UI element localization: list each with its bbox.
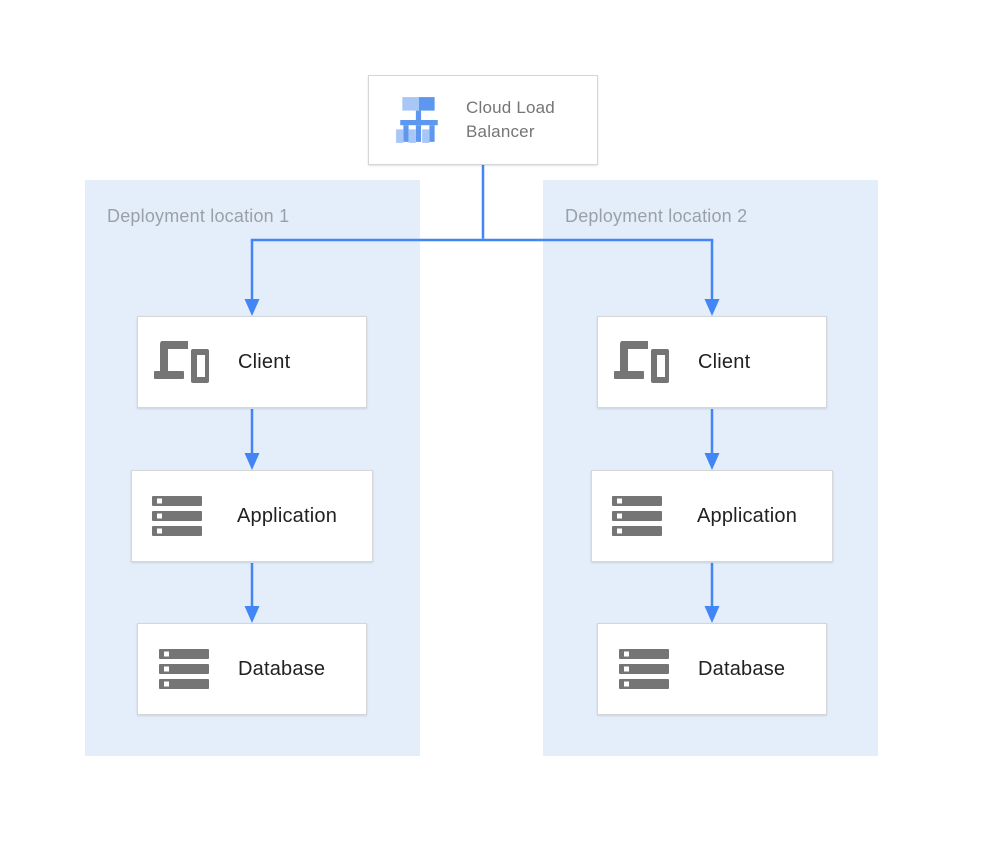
database-label: Database xyxy=(698,657,786,680)
application-node-2: Application xyxy=(591,470,833,562)
application-label: Application xyxy=(237,504,338,527)
client-node-1: Client xyxy=(137,316,367,408)
devices-icon xyxy=(614,341,669,383)
client-label: Client xyxy=(698,350,751,373)
application-label: Application xyxy=(697,504,798,527)
server-stack-icon xyxy=(159,649,209,689)
server-stack-icon xyxy=(152,496,202,536)
database-node-2: Database xyxy=(597,623,827,715)
devices-icon xyxy=(154,341,209,383)
client-node-2: Client xyxy=(597,316,827,408)
deployment-panel-1-label: Deployment location 1 xyxy=(107,206,290,226)
load-balancer-icon xyxy=(396,97,438,143)
load-balancer-label: Cloud Load Balancer xyxy=(466,98,555,141)
server-stack-icon xyxy=(619,649,669,689)
client-label: Client xyxy=(238,350,291,373)
deployment-panel-2-label: Deployment location 2 xyxy=(565,206,748,226)
application-node-1: Application xyxy=(131,470,373,562)
server-stack-icon xyxy=(612,496,662,536)
load-balancer-node: Cloud Load Balancer xyxy=(368,75,598,165)
database-node-1: Database xyxy=(137,623,367,715)
database-label: Database xyxy=(238,657,326,680)
